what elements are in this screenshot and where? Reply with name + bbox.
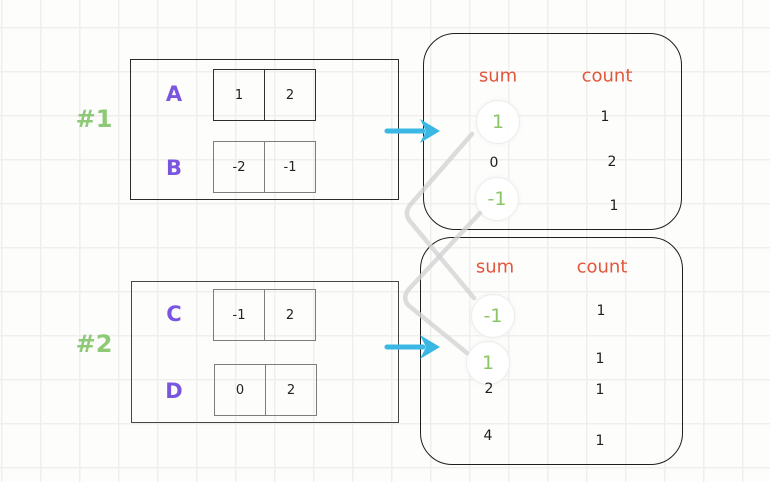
result-2-row-3-count: 1 bbox=[595, 433, 605, 449]
result-2-sum-header: sum bbox=[475, 256, 515, 278]
result-1-sum-header: sum bbox=[478, 65, 518, 87]
result-2-row-3-sum: 4 bbox=[483, 428, 493, 444]
group-2-label: #2 bbox=[75, 330, 113, 358]
array-b-label: B bbox=[165, 156, 183, 180]
result-box-1: sum count 1 1 0 2 -1 1 bbox=[423, 33, 682, 230]
array-a-cell-0: 1 bbox=[213, 69, 265, 121]
array-b-cells: -2 -1 bbox=[213, 141, 316, 193]
array-b-cell-0: -2 bbox=[213, 141, 265, 193]
result-1-row-0-count: 1 bbox=[600, 109, 610, 125]
array-d-label: D bbox=[165, 379, 183, 403]
array-a-cells: 1 2 bbox=[213, 69, 316, 121]
highlight-circle-sum-1-2: 1 bbox=[466, 341, 510, 385]
result-2-count-header: count bbox=[576, 256, 628, 278]
result-box-2: sum count -1 1 1 1 2 1 4 1 bbox=[420, 237, 683, 465]
array-d-cells: 0 2 bbox=[214, 364, 317, 416]
array-c-label: C bbox=[166, 302, 182, 326]
highlight-circle-sum-neg1-2: -1 bbox=[471, 294, 515, 338]
highlight-circle-sum-neg1: -1 bbox=[475, 177, 519, 221]
result-2-row-2-count: 1 bbox=[595, 382, 605, 398]
input-box-1: A 1 2 B -2 -1 bbox=[130, 59, 399, 200]
result-1-row-1-count: 2 bbox=[607, 154, 617, 170]
input-box-2: C -1 2 D 0 2 bbox=[131, 281, 399, 423]
array-a-label: A bbox=[165, 82, 183, 106]
result-2-row-0-count: 1 bbox=[596, 303, 606, 319]
result-2-row-2-sum: 2 bbox=[484, 381, 494, 397]
group-1-label: #1 bbox=[75, 105, 113, 133]
array-d-cell-0: 0 bbox=[214, 364, 266, 416]
result-1-row-2-count: 1 bbox=[609, 198, 619, 214]
array-b-cell-1: -1 bbox=[265, 141, 316, 193]
array-c-cell-0: -1 bbox=[213, 289, 265, 341]
array-d-cell-1: 2 bbox=[266, 364, 317, 416]
highlight-circle-sum-1: 1 bbox=[476, 100, 520, 144]
array-a-cell-1: 2 bbox=[265, 69, 316, 121]
result-2-row-1-count: 1 bbox=[595, 351, 605, 367]
result-1-count-header: count bbox=[581, 65, 633, 87]
array-c-cell-1: 2 bbox=[265, 289, 316, 341]
result-1-row-1-sum: 0 bbox=[489, 155, 499, 171]
array-c-cells: -1 2 bbox=[213, 289, 316, 341]
